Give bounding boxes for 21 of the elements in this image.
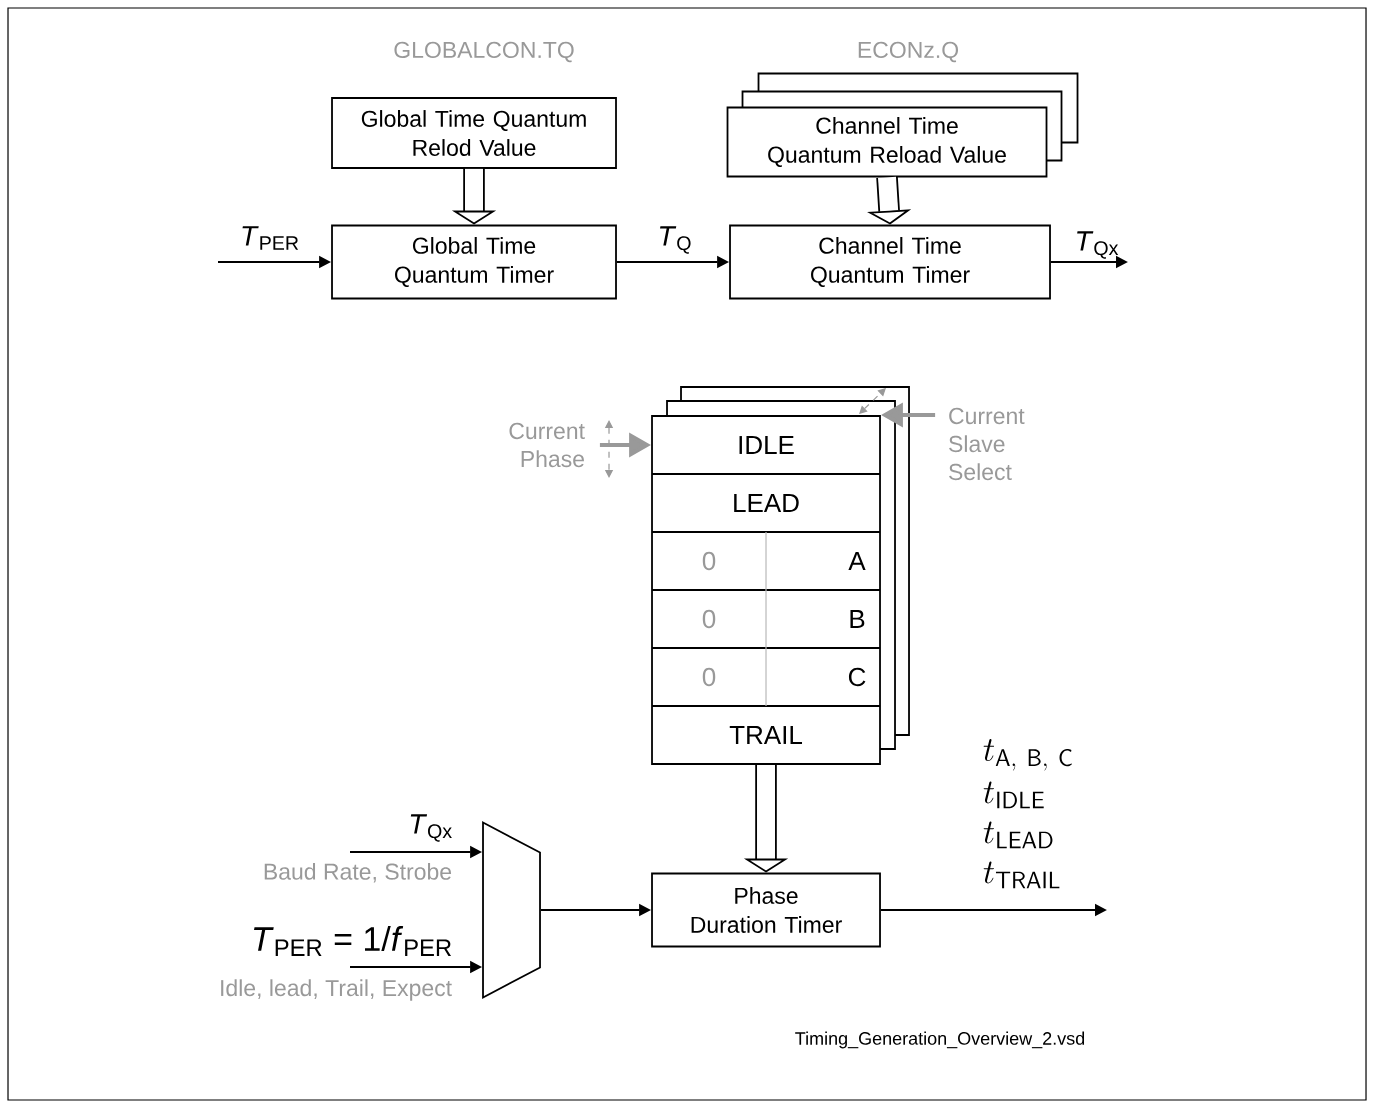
- signal-label: $t_{\mathsf{IDLE}}$: [983, 781, 1044, 809]
- pointer-label: Current Slave Select: [949, 407, 1025, 481]
- signal-label: T$_{PER}$ = 1/f$_{PER}$: [254, 926, 451, 956]
- process-box: Global Time Quantum Relod Value: [331, 97, 617, 169]
- signal-label: T$_{PER}$: [242, 226, 299, 250]
- signal-label: T$_{Q}$: [660, 226, 691, 254]
- note-text: Idle, lead, Trail, Expect: [221, 979, 452, 1001]
- stacked-box: Channel Time Quantum Reload Value: [726, 72, 1079, 178]
- node-label: Quantum Reload Value: [768, 146, 1006, 168]
- signal-label: T$_{Qx}$: [1077, 231, 1119, 259]
- signal-label: $t_{\mathsf{A,\ B,\ C}}$: [983, 739, 1072, 771]
- register-name: ECONz.Q: [858, 41, 958, 63]
- signal-label: T$_{Qx}$: [410, 814, 452, 842]
- note-text: Baud Rate, Strobe: [264, 862, 452, 883]
- signal-label: $t_{\mathsf{LEAD}}$: [983, 821, 1053, 849]
- multiplexer-symbol: [482, 821, 541, 999]
- register-name: GLOBALCON.TQ: [394, 41, 574, 63]
- pointer-label: Current Phase: [509, 422, 585, 468]
- file-name: Timing_Generation_Overview_2.vsd: [795, 1031, 1085, 1049]
- phase-table: IDLE LEAD 0 A 0 B 0 C TRAIL: [651, 386, 910, 765]
- signal-label: $t_{\mathsf{TRAIL}}$: [983, 861, 1060, 889]
